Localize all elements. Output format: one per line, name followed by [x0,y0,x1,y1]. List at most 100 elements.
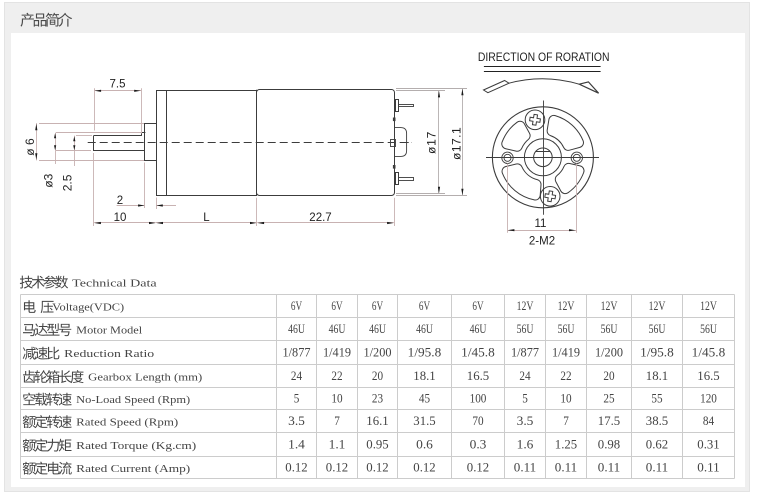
svg-text:0.12: 0.12 [413,459,435,474]
svg-text:12V: 12V [517,298,534,313]
svg-text:2.5: 2.5 [60,174,74,191]
svg-text:20: 20 [603,368,614,383]
svg-text:ø3: ø3 [42,173,56,187]
svg-text:46U: 46U [416,321,433,336]
svg-text:18.1: 18.1 [646,368,668,383]
svg-text:18.1: 18.1 [413,368,435,383]
svg-text:Motor Model: Motor Model [76,325,142,337]
svg-text:Gearbox Length (mm): Gearbox Length (mm) [88,372,202,384]
svg-text:0.12: 0.12 [285,459,307,474]
svg-text:1/419: 1/419 [323,344,351,359]
svg-text:56U: 56U [649,321,666,336]
svg-text:70: 70 [472,413,483,428]
svg-text:11: 11 [535,218,547,230]
svg-text:1.4: 1.4 [288,436,305,451]
svg-text:0.31: 0.31 [697,436,719,451]
svg-text:1/95.8: 1/95.8 [640,344,674,359]
svg-text:46U: 46U [329,321,346,336]
svg-text:1.1: 1.1 [329,436,346,451]
svg-text:20: 20 [372,368,383,383]
svg-text:7: 7 [563,413,569,428]
svg-text:1/419: 1/419 [552,344,580,359]
svg-text:22.7: 22.7 [309,212,331,224]
svg-text:12V: 12V [558,298,575,313]
svg-text:24: 24 [291,368,303,383]
svg-text:6V: 6V [331,298,343,313]
svg-text:ø17.1: ø17.1 [450,127,464,160]
svg-text:84: 84 [703,413,715,428]
svg-text:1/200: 1/200 [595,344,623,359]
svg-text:10: 10 [331,390,342,405]
svg-text:0.12: 0.12 [326,459,348,474]
svg-text:No-Load Speed (Rpm): No-Load Speed (Rpm) [76,394,190,406]
svg-text:7.5: 7.5 [110,78,126,90]
svg-text:3.5: 3.5 [517,413,534,428]
svg-text:12V: 12V [700,298,717,313]
svg-text:23: 23 [372,390,383,405]
svg-text:Rated Speed (Rpm): Rated Speed (Rpm) [76,417,178,429]
svg-text:56U: 56U [517,321,534,336]
svg-text:0.95: 0.95 [366,436,388,451]
svg-text:31.5: 31.5 [413,413,435,428]
svg-text:1.25: 1.25 [555,436,577,451]
svg-text:10: 10 [560,390,571,405]
svg-text:56U: 56U [558,321,575,336]
svg-text:2-M2: 2-M2 [529,235,555,247]
svg-text:Reduction Ratio: Reduction Ratio [64,348,155,360]
svg-text:120: 120 [700,390,717,405]
svg-text:16.5: 16.5 [467,368,489,383]
svg-text:0.3: 0.3 [470,436,487,451]
svg-text:12V: 12V [649,298,666,313]
svg-text:0.62: 0.62 [646,436,668,451]
svg-text:25: 25 [603,390,614,405]
svg-text:6V: 6V [419,298,431,313]
svg-text:22: 22 [331,368,342,383]
svg-text:ø6: ø6 [23,135,37,156]
svg-text:0.6: 0.6 [416,436,433,451]
svg-text:6V: 6V [291,298,303,313]
svg-text:45: 45 [419,390,430,405]
svg-text:1/877: 1/877 [511,344,539,359]
svg-text:56U: 56U [700,321,717,336]
svg-text:1.6: 1.6 [517,436,534,451]
svg-text:1/45.8: 1/45.8 [461,344,495,359]
svg-text:0.11: 0.11 [598,459,620,474]
svg-text:Rated Torque (Kg.cm): Rated Torque (Kg.cm) [76,440,196,452]
svg-text:46U: 46U [288,321,305,336]
svg-text:Technical Data: Technical Data [72,277,157,289]
svg-text:0.98: 0.98 [598,436,620,451]
svg-text:6V: 6V [472,298,484,313]
svg-text:10: 10 [114,212,127,224]
svg-text:7: 7 [334,413,340,428]
svg-text:12V: 12V [601,298,618,313]
svg-text:0.12: 0.12 [467,459,489,474]
svg-text:5: 5 [522,390,528,405]
svg-text:24: 24 [519,368,531,383]
svg-text:ø17: ø17 [425,131,439,154]
svg-text:DIRECTION OF RORATION: DIRECTION OF RORATION [478,52,610,64]
svg-text:1/877: 1/877 [283,344,311,359]
svg-text:17.5: 17.5 [598,413,620,428]
svg-text:5: 5 [294,390,300,405]
svg-text:0.12: 0.12 [366,459,388,474]
svg-text:3.5: 3.5 [288,413,305,428]
svg-text:2: 2 [117,195,123,207]
svg-text:0.11: 0.11 [555,459,577,474]
svg-text:L: L [203,212,210,224]
svg-text:100: 100 [470,390,487,405]
svg-text:Voltage(VDC): Voltage(VDC) [52,302,124,314]
svg-text:Rated Current (Amp): Rated Current (Amp) [76,463,190,475]
svg-text:46U: 46U [470,321,487,336]
svg-text:1/45.8: 1/45.8 [692,344,726,359]
svg-text:38.5: 38.5 [646,413,668,428]
svg-text:16.1: 16.1 [366,413,388,428]
svg-text:0.11: 0.11 [514,459,536,474]
svg-text:0.11: 0.11 [697,459,719,474]
svg-text:16.5: 16.5 [697,368,719,383]
svg-text:6V: 6V [372,298,384,313]
svg-text:55: 55 [651,390,662,405]
svg-text:22: 22 [560,368,571,383]
svg-text:1/200: 1/200 [364,344,392,359]
svg-text:56U: 56U [601,321,618,336]
svg-text:0.11: 0.11 [646,459,668,474]
